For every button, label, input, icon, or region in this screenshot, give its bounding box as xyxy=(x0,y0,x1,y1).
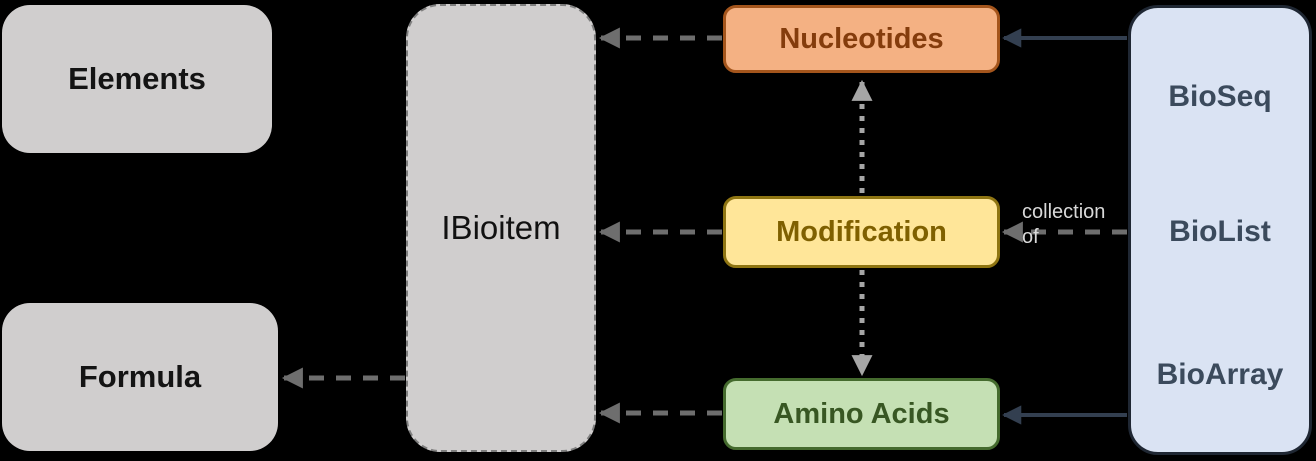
node-ibioitem-label: IBioitem xyxy=(441,209,561,246)
node-nucleotides[interactable]: Nucleotides xyxy=(723,5,1000,73)
node-amino-acids[interactable]: Amino Acids xyxy=(723,378,1000,450)
node-modification-label: Modification xyxy=(776,215,947,248)
node-modification[interactable]: Modification xyxy=(723,196,1000,268)
node-ibioitem[interactable]: IBioitem xyxy=(406,4,596,452)
collection-item-bioarray: BioArray xyxy=(1156,358,1284,391)
edge-label-collection-of: collection of xyxy=(1022,201,1106,248)
node-amino-acids-label: Amino Acids xyxy=(773,397,950,430)
node-elements[interactable]: Elements xyxy=(2,5,272,153)
node-nucleotides-label: Nucleotides xyxy=(779,22,944,55)
node-formula-label: Formula xyxy=(78,359,202,394)
collection-item-biolist: BioList xyxy=(1169,215,1271,248)
collection-item-bioseq: BioSeq xyxy=(1168,80,1272,113)
node-formula[interactable]: Formula xyxy=(2,303,278,451)
node-elements-label: Elements xyxy=(68,61,206,96)
node-collection-panel[interactable]: BioSeq BioList BioArray xyxy=(1128,5,1312,455)
